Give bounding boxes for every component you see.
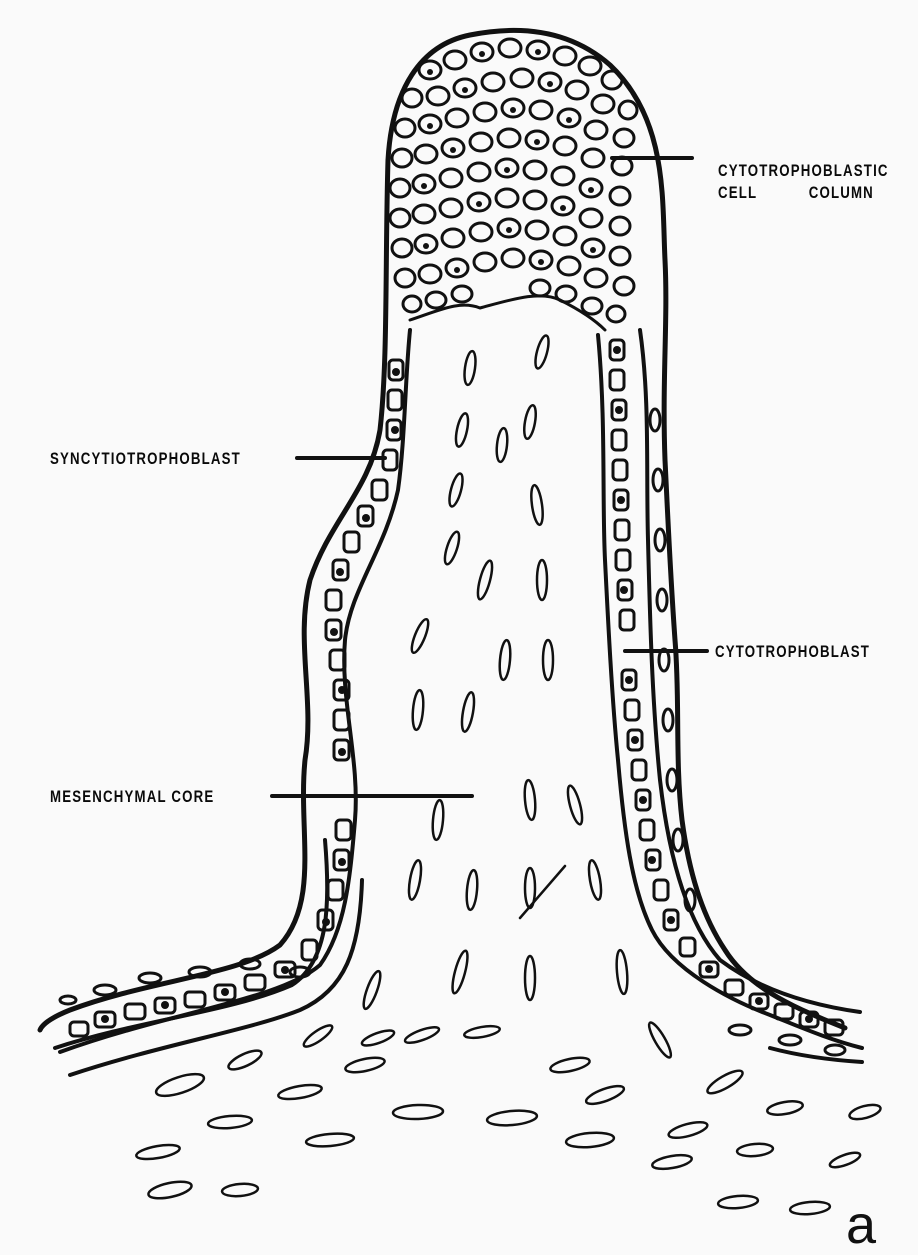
label-mesenchymal-core: MESENCHYMAL CORE [50, 787, 214, 807]
panel-letter: a [846, 1198, 876, 1252]
label-cytotrophoblastic-cell-column: CYTOTROPHOBLASTIC CELL COLUMN [718, 160, 889, 204]
label-cytotrophoblast: CYTOTROPHOBLAST [715, 642, 870, 662]
cell-column-boundary [410, 296, 605, 330]
left-inner-layer-2 [70, 880, 362, 1075]
label-syncytiotrophoblast: SYNCYTIOTROPHOBLAST [50, 449, 241, 469]
right-basal-line [770, 1048, 862, 1062]
right-inner-layer [598, 335, 862, 1048]
mesenchymal-cells [135, 334, 882, 1215]
label-cell-column-line1: CYTOTROPHOBLASTIC [718, 160, 889, 182]
left-inner-layer [60, 330, 410, 1052]
cell-column-cells [390, 39, 637, 322]
label-cell-column-line2: CELL COLUMN [718, 182, 889, 204]
epithelium-nuclei [101, 49, 813, 1023]
